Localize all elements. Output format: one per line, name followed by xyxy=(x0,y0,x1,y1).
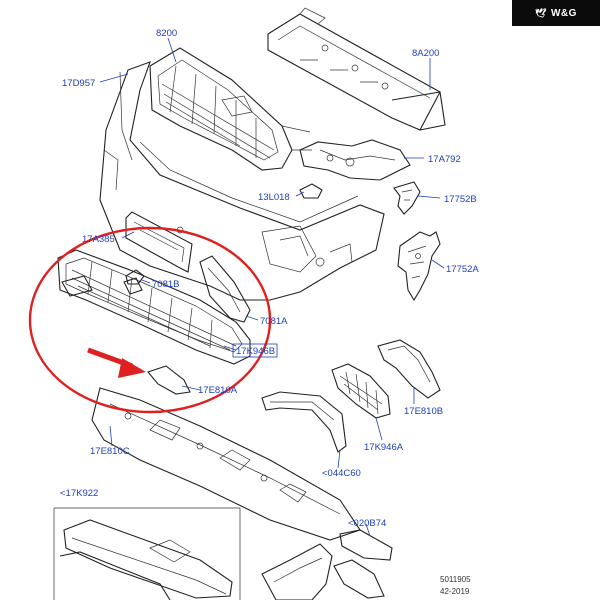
label-17e810c: 17E810C xyxy=(90,446,130,457)
bracket-17752a xyxy=(397,231,441,302)
label-020b74: <020B74 xyxy=(348,518,386,529)
label-17e810a: 17E810A xyxy=(198,385,238,396)
label-17752b: 17752B xyxy=(444,194,477,205)
bracket-17752b xyxy=(393,181,421,215)
side-grille-17k946a xyxy=(331,363,391,419)
label-7081b: 7081B xyxy=(152,279,179,290)
trim-17e810a xyxy=(147,365,191,395)
trim-044c60 xyxy=(261,391,347,453)
label-17k922: <17K922 xyxy=(60,488,98,499)
label-17k946b: 17K946B xyxy=(236,346,275,357)
side-bezel-17e810b xyxy=(377,339,441,399)
lower-grille xyxy=(57,249,251,365)
label-17e810b: 17E810B xyxy=(404,406,443,417)
label-7081a: 7081A xyxy=(260,316,288,327)
undertray-17e810c xyxy=(91,387,361,541)
highlight-callout xyxy=(28,226,272,414)
label-044c60: <044C60 xyxy=(322,468,361,479)
label-13l018: 13L018 xyxy=(258,192,290,203)
label-8a200: 8A200 xyxy=(412,48,439,59)
brand-text: W&G xyxy=(550,7,577,19)
upper-grille xyxy=(149,47,312,171)
insert-7081a xyxy=(199,255,251,323)
leader-lines xyxy=(99,37,445,537)
reference-date: 42-2019 xyxy=(440,587,470,596)
brand-badge: 🕊︎ W&G xyxy=(512,0,600,26)
label-17a385: 17A385 xyxy=(82,234,115,245)
license-plate-bracket xyxy=(125,211,193,273)
reference-number: 5011905 xyxy=(440,575,471,584)
reinforcement-beam xyxy=(267,7,446,131)
lower-deflector xyxy=(261,543,333,600)
label-box-17k946b xyxy=(232,343,278,358)
bracket-020b74 xyxy=(333,529,393,599)
label-17k946a: 17K946A xyxy=(364,442,404,453)
kit-box-17k922 xyxy=(53,507,241,600)
clip-13l018 xyxy=(299,183,323,199)
label-17752a: 17752A xyxy=(446,264,479,275)
clip-7081b xyxy=(125,269,145,285)
bumper-cover xyxy=(99,61,385,301)
label-8200: 8200 xyxy=(156,28,177,39)
label-17a792: 17A792 xyxy=(428,154,461,165)
bracket-17a792 xyxy=(299,139,411,181)
label-17d957: 17D957 xyxy=(62,78,95,89)
wing-logo-icon: 🕊︎ xyxy=(535,7,547,18)
